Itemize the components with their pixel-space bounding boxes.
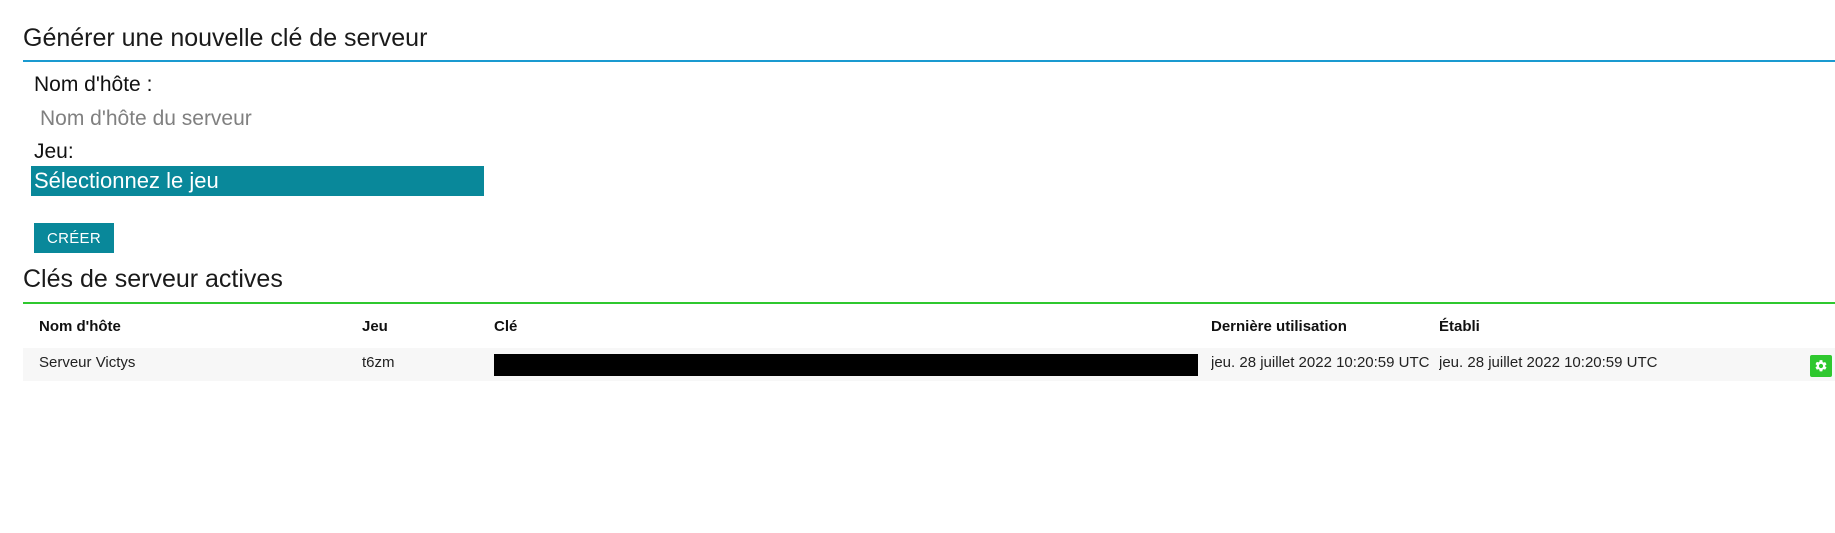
active-keys-title: Clés de serveur actives	[23, 265, 283, 293]
column-header-hostname: Nom d'hôte	[39, 318, 121, 335]
generate-title-divider	[23, 60, 1835, 62]
column-header-established: Établi	[1439, 318, 1480, 335]
game-label: Jeu:	[34, 140, 74, 163]
cell-last-used: jeu. 28 juillet 2022 10:20:59 UTC	[1211, 354, 1430, 371]
create-button[interactable]: CRÉER	[34, 223, 114, 253]
game-select[interactable]: Sélectionnez le jeu	[31, 166, 484, 196]
hostname-input[interactable]	[34, 104, 474, 134]
gear-icon	[1815, 360, 1827, 372]
row-settings-button[interactable]	[1810, 355, 1832, 377]
hostname-label: Nom d'hôte :	[34, 73, 153, 96]
cell-hostname: Serveur Victys	[39, 354, 136, 371]
active-title-divider	[23, 302, 1835, 304]
generate-key-title: Générer une nouvelle clé de serveur	[23, 24, 428, 52]
column-header-last-used: Dernière utilisation	[1211, 318, 1347, 335]
cell-key-redacted	[494, 354, 1198, 376]
column-header-game: Jeu	[362, 318, 388, 335]
column-header-key: Clé	[494, 318, 518, 335]
cell-game: t6zm	[362, 354, 395, 371]
cell-established: jeu. 28 juillet 2022 10:20:59 UTC	[1439, 354, 1658, 371]
